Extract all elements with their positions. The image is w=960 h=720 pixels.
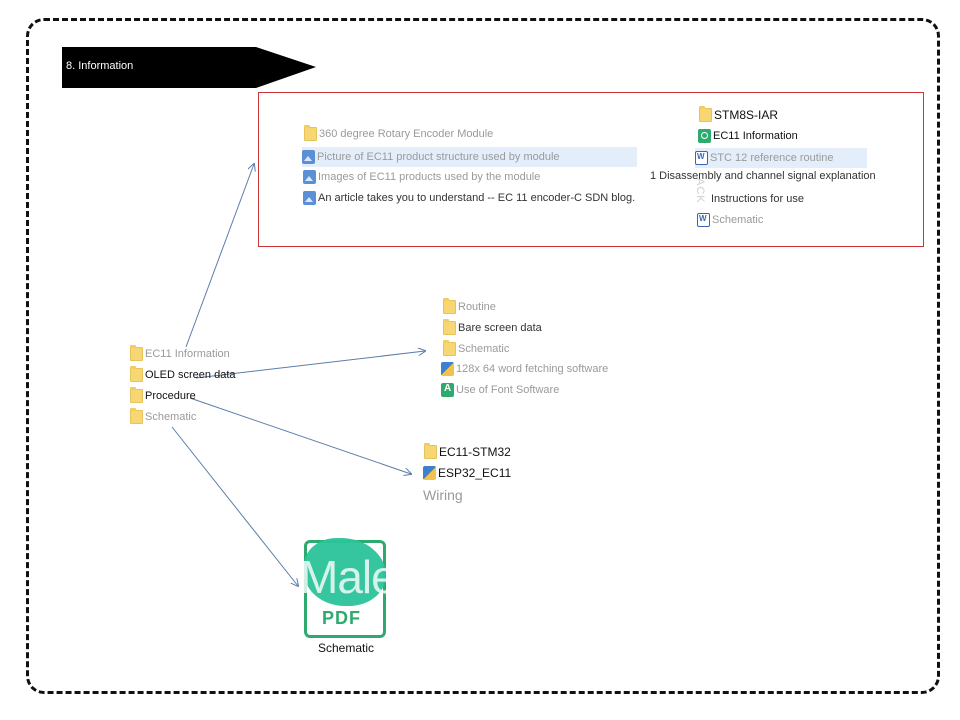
info-item-stm8s-iar[interactable]: STM8S-IAR xyxy=(699,106,779,122)
info-item-instructions-for-use[interactable]: Instructions for use xyxy=(711,193,804,205)
item-label: Images of EC11 products used by the modu… xyxy=(318,171,541,183)
info-item-ec11-article[interactable]: An article takes you to understand -- EC… xyxy=(303,191,635,205)
oled-item-font-software[interactable]: Use of Font Software xyxy=(441,383,559,397)
procedure-item-ec11-stm32[interactable]: EC11-STM32 xyxy=(424,443,511,459)
software-icon xyxy=(423,466,436,480)
image-icon xyxy=(302,150,315,164)
overlay-text: Male xyxy=(300,551,397,603)
procedure-item-esp32-ec11[interactable]: ESP32_EC11 xyxy=(423,466,511,480)
pdf-icon xyxy=(698,129,711,143)
item-label: Picture of EC11 product structure used b… xyxy=(317,151,560,163)
oled-item-routine[interactable]: Routine xyxy=(443,298,496,314)
info-item-stc12-routine[interactable]: STC 12 reference routine xyxy=(695,148,867,168)
wiring-label: Wiring xyxy=(423,487,463,503)
folder-icon xyxy=(304,125,317,141)
item-label: Use of Font Software xyxy=(456,384,560,396)
folder-icon xyxy=(130,366,143,382)
folder-icon xyxy=(130,387,143,403)
word-doc-icon xyxy=(695,151,708,165)
section-banner: 8. Information xyxy=(62,47,316,88)
item-label: 128x 64 word fetching software xyxy=(456,363,609,375)
info-item-rotary-module[interactable]: 360 degree Rotary Encoder Module xyxy=(304,125,494,141)
center-item-ec11-information[interactable]: EC11 Information xyxy=(130,345,230,361)
info-item-ec11-structure-picture[interactable]: Picture of EC11 product structure used b… xyxy=(302,147,637,167)
info-item-schematic-doc[interactable]: Schematic xyxy=(697,213,763,227)
info-item-ec11-images[interactable]: Images of EC11 products used by the modu… xyxy=(303,170,540,184)
item-label: EC11 Information xyxy=(713,130,798,142)
oled-item-word-fetching-software[interactable]: 128x 64 word fetching software xyxy=(441,362,608,376)
folder-icon xyxy=(699,106,712,122)
font-software-icon xyxy=(441,383,454,397)
item-label: EC11-STM32 xyxy=(439,445,511,459)
center-item-schematic[interactable]: Schematic xyxy=(130,408,197,424)
item-label: Schematic xyxy=(145,411,197,423)
folder-icon xyxy=(424,443,437,459)
info-item-disassembly-explanation[interactable]: 1 Disassembly and channel signal explana… xyxy=(650,170,876,182)
center-item-oled-screen-data[interactable]: OLED screen data xyxy=(130,366,236,382)
dashed-frame xyxy=(26,18,940,694)
center-item-procedure[interactable]: Procedure xyxy=(130,387,196,403)
item-label: 360 degree Rotary Encoder Module xyxy=(319,128,494,140)
image-icon xyxy=(303,191,316,205)
banner-arrow-shape xyxy=(62,47,316,88)
item-label: OLED screen data xyxy=(145,369,236,381)
item-label: Procedure xyxy=(145,390,196,402)
item-label: ESP32_EC11 xyxy=(438,466,512,480)
banner-label: 8. Information xyxy=(66,60,134,72)
ghost-watermark-text: ACK xyxy=(694,178,706,204)
folder-icon xyxy=(443,340,456,356)
schematic-pdf-label: Schematic xyxy=(318,641,375,655)
item-label: STM8S-IAR xyxy=(714,108,779,122)
item-label: 1 Disassembly and channel signal explana… xyxy=(650,170,876,182)
folder-icon xyxy=(443,298,456,314)
image-icon xyxy=(303,170,316,184)
software-icon xyxy=(441,362,454,376)
item-label: Schematic xyxy=(458,343,510,355)
oled-item-bare-screen-data[interactable]: Bare screen data xyxy=(443,319,542,335)
item-label: EC11 Information xyxy=(145,348,230,360)
word-doc-icon xyxy=(697,213,710,227)
item-label: Schematic xyxy=(712,214,764,226)
item-label: Instructions for use xyxy=(711,193,804,205)
item-label: Bare screen data xyxy=(458,322,542,334)
folder-icon xyxy=(130,408,143,424)
item-label: An article takes you to understand -- EC… xyxy=(318,192,636,204)
schematic-pdf-file[interactable]: PDF Male xyxy=(300,536,397,642)
info-item-ec11-information-pdf[interactable]: EC11 Information xyxy=(698,129,798,143)
pdf-logo-blob xyxy=(304,538,386,606)
pdf-badge: PDF xyxy=(322,608,361,628)
item-label: Routine xyxy=(458,301,496,313)
oled-item-schematic[interactable]: Schematic xyxy=(443,340,510,356)
information-box xyxy=(258,92,924,247)
item-label: STC 12 reference routine xyxy=(710,152,834,164)
folder-icon xyxy=(443,319,456,335)
folder-icon xyxy=(130,345,143,361)
